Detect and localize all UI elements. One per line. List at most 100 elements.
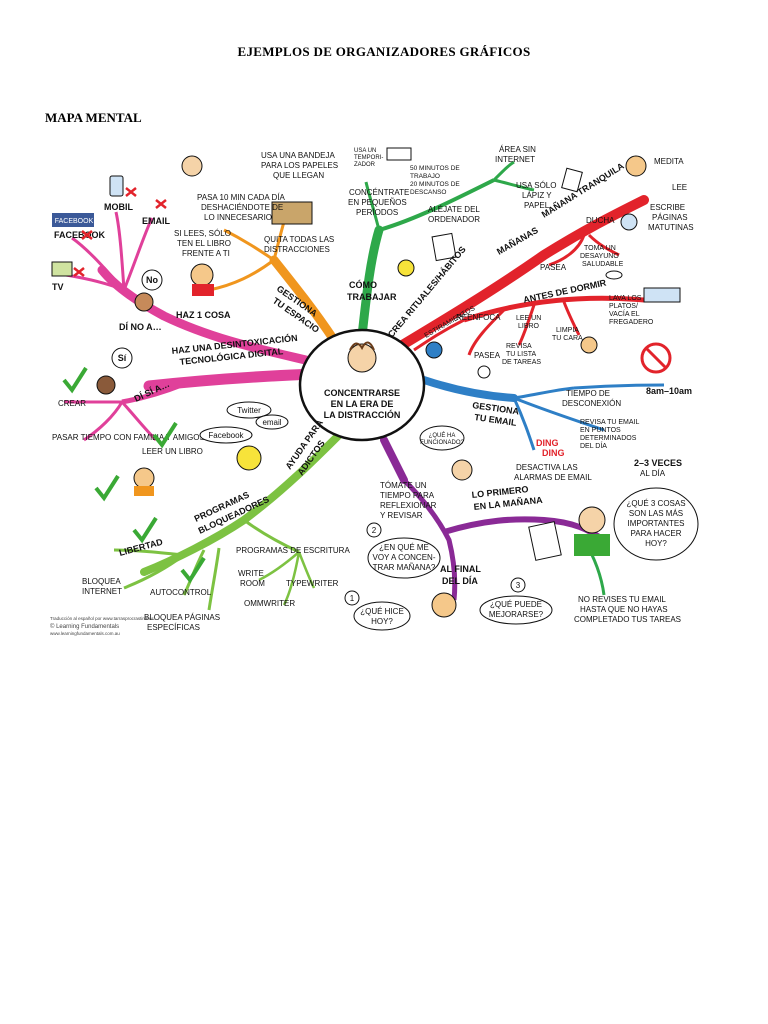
como-timer-1: USA UN (354, 148, 376, 154)
espacio-group: USA UNA BANDEJA PARA LOS PAPELES QUE LLE… (174, 151, 338, 335)
branch-email (424, 380, 514, 398)
smiley-icon (398, 260, 414, 276)
rit-desayuno-2: DESAYUNO (580, 253, 619, 260)
espacio-bandeja-1: USA UNA BANDEJA (261, 151, 335, 160)
check-icon (134, 518, 156, 540)
checklist-icon (529, 522, 562, 561)
refl-q1-1: ¿QUÉ HICE (360, 607, 404, 616)
refl-q0-1: ¿QUÉ HA (429, 432, 456, 439)
rit-lava-2: PLATOS/ (609, 303, 638, 310)
shower-icon (621, 214, 637, 230)
primero-q-2: SON LAS MÁS (629, 509, 683, 518)
rit-limpia-1: LIMPIA (556, 327, 579, 334)
rit-revisa-2: TU LISTA (506, 351, 537, 358)
center-line-2: EN LA ERA DE (331, 399, 394, 409)
credit-line-2: © Learning Fundamentals (50, 623, 119, 630)
rit-pasea-manana: PASEA (540, 263, 567, 272)
refl-q2-2: VOY A CONCEN- (373, 553, 436, 562)
bubble-facebook: Facebook (208, 431, 244, 440)
person-icon (135, 293, 153, 311)
rit-lava-1: LAVA LOS (609, 295, 642, 302)
person-icon (579, 507, 605, 533)
refl-final-1: AL FINAL (440, 564, 481, 574)
rit-lava-3: VACÍA EL (609, 309, 640, 318)
label-facebook: FACEBOOK (54, 230, 106, 240)
bubble-twitter: Twitter (237, 406, 261, 415)
espacio-pasa-1: PASA 10 MIN CADA DÍA (197, 193, 286, 202)
como-area-1: ÁREA SIN (499, 145, 536, 154)
rit-limpia-2: TU CARA (552, 335, 583, 342)
label-como-1: CÓMO (349, 279, 377, 290)
adictos-writeroom-1: WRITE (238, 569, 264, 578)
espacio-quita-1: QUITA TODAS LAS (264, 235, 334, 244)
refl-branch-4: Y REVISAR (380, 511, 423, 520)
email-hours: 8am–10am (646, 386, 692, 396)
adictos-bloquea-1: BLOQUEA (82, 577, 121, 586)
person-body (574, 534, 610, 556)
rit-leelibro-1: LEE UN (516, 315, 541, 322)
book-icon (192, 284, 214, 296)
thinking-person-icon (432, 593, 456, 617)
facebook-icon-label: FACEBOOK (55, 218, 94, 225)
check-icon (96, 476, 118, 498)
twig-internet (494, 162, 514, 180)
center-line-3: LA DISTRACCIÓN (324, 409, 401, 420)
adictos-especificas-2: ESPECÍFICAS (147, 623, 200, 632)
refl-num-1: 1 (350, 594, 355, 603)
primero-note-2: HASTA QUE NO HAYAS (580, 605, 668, 614)
meditating-person-icon (626, 156, 646, 176)
espacio-pasa-2: DESHACIÉNDOTE DE (201, 203, 283, 212)
rit-medita: MEDITA (654, 157, 684, 166)
rit-lee: LEE (672, 183, 687, 192)
timer-icon (387, 148, 411, 160)
como-concentrate-3: PERÍODOS (356, 208, 398, 217)
sink-icon (644, 288, 680, 302)
bowl-icon (606, 271, 622, 279)
refl-q3-2: MEJORARSE? (489, 610, 544, 619)
espacio-haz1: HAZ 1 COSA (176, 310, 231, 320)
mind-map-canvas: CONCENTRARSE EN LA ERA DE LA DISTRACCIÓN… (44, 140, 712, 642)
como-concentrate-2: EN PEQUEÑOS (348, 198, 407, 207)
espacio-quita-2: DISTRACCIONES (264, 245, 330, 254)
adictos-ommwriter: OMMWRITER (244, 599, 295, 608)
credit-line-3: www.learningfundamentals.com.au (50, 631, 120, 636)
adictos-autocontrol: AUTOCONTROL (150, 588, 212, 597)
espacio-bandeja-2: PARA LOS PAPELES (261, 161, 338, 170)
cross-icon (74, 268, 84, 276)
label-como-2: TRABAJAR (347, 292, 397, 302)
email-alarmas-1: DESACTIVA LAS (516, 463, 578, 472)
person-icon (97, 376, 115, 394)
rit-revisa-3: DE TAREAS (502, 359, 541, 366)
twig-especificas (209, 548, 219, 610)
twig-mobil (116, 212, 124, 290)
rit-escribe-3: MATUTINAS (648, 223, 694, 232)
primero-q-4: PARA HACER (631, 529, 682, 538)
tv-icon (52, 262, 72, 276)
rit-ducha: DUCHA (586, 216, 615, 225)
primero-note-3: COMPLETADO TUS TAREAS (574, 615, 681, 624)
adictos-bloquea-2: INTERNET (82, 587, 122, 596)
refl-q2-1: ¿EN QUÉ ME (379, 543, 429, 552)
email-veces-1: 2–3 VECES (634, 458, 682, 468)
como-20min-1: 20 MINUTOS DE (410, 181, 460, 188)
como-lapiz-2: LÁPIZ Y (522, 191, 552, 200)
espacio-lees-2: TEN EL LIBRO (177, 239, 231, 248)
label-mobil: MOBIL (104, 202, 133, 212)
como-timer-3: ZADOR (354, 162, 376, 168)
branch-reflexion (384, 440, 404, 480)
adictos-writeroom-2: ROOM (240, 579, 265, 588)
primero-q-3: IMPORTANTES (627, 519, 684, 528)
ding-1: DING (536, 438, 559, 448)
bubble-email: email (262, 418, 281, 427)
espacio-lees-3: FRENTE A TI (182, 249, 230, 258)
rit-leelibro-2: LIBRO (518, 323, 540, 330)
bubble-si: Sí (118, 353, 127, 363)
refl-final-2: DEL DÍA (442, 576, 478, 586)
refl-branch-3: REFLEXIONAR (380, 501, 437, 510)
refl-q3-1: ¿QUÉ PUEDE (490, 600, 542, 609)
document-title: EJEMPLOS DE ORGANIZADORES GRÁFICOS (0, 44, 768, 60)
como-aleja-1: ALÉJATE DEL (428, 205, 480, 214)
twig-desconexion (514, 388, 574, 398)
rit-escribe-2: PÁGINAS (652, 213, 688, 222)
label-tv: TV (52, 282, 64, 292)
